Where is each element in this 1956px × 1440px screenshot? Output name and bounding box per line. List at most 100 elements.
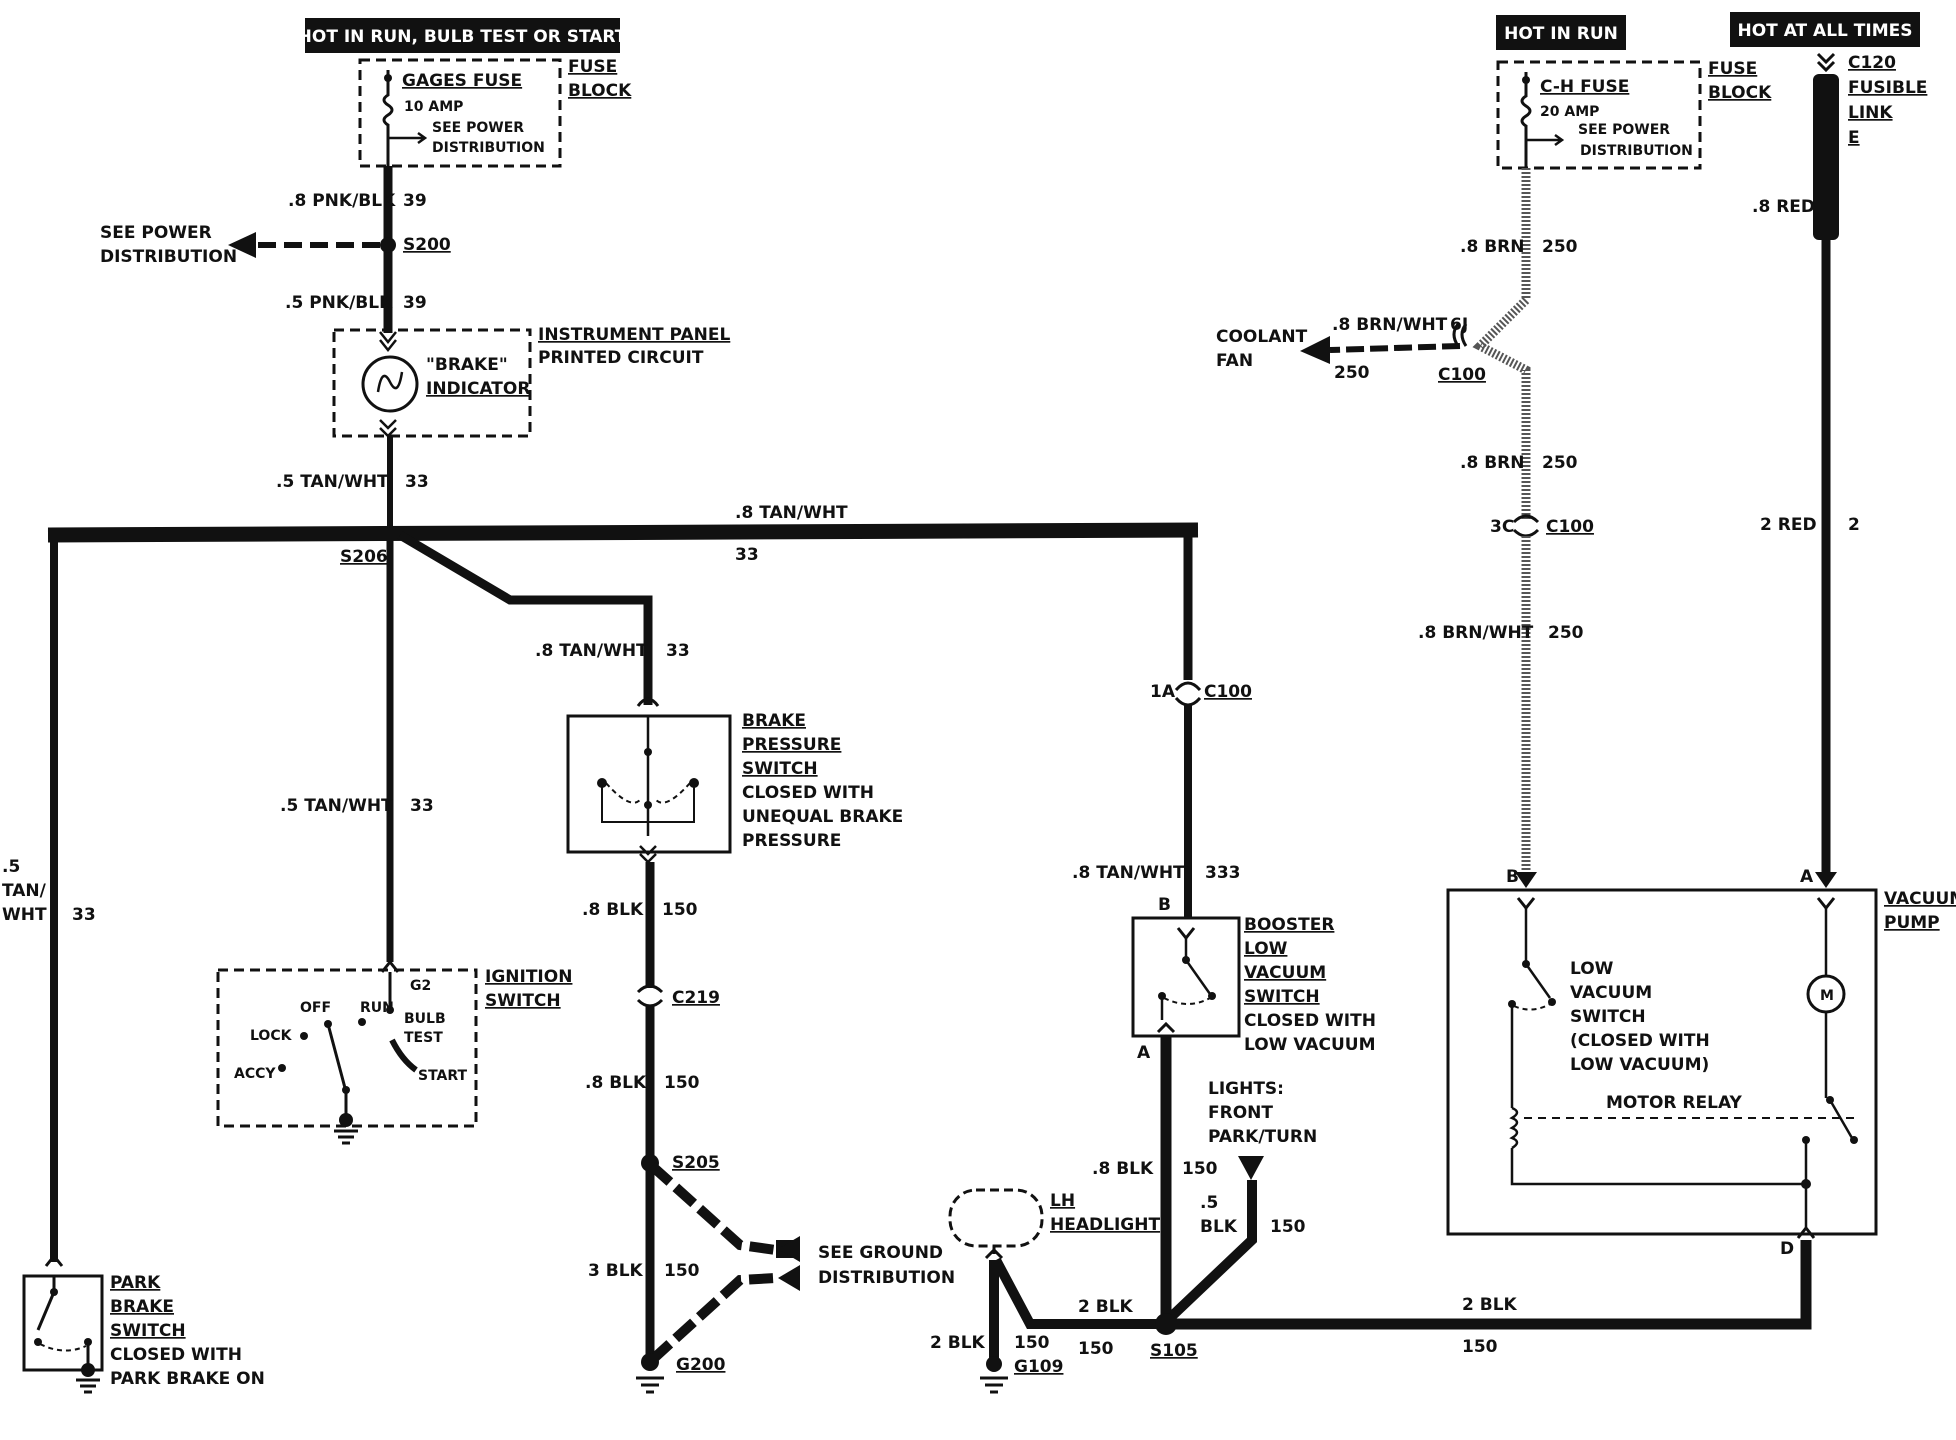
pump-relay-label: MOTOR RELAY — [1606, 1093, 1742, 1113]
booster-l6: LOW VACUUM — [1244, 1035, 1376, 1055]
booster-pin-b: B — [1158, 895, 1171, 915]
g109-label: G109 — [1014, 1357, 1063, 1377]
wire-333-label: 333 — [1205, 863, 1241, 883]
instrument-panel-l1: INSTRUMENT PANEL — [538, 325, 730, 345]
wire-red-8-label: .8 RED — [1752, 197, 1815, 217]
wire-pnk-blk-8-label: .8 PNK/BLK — [288, 191, 396, 211]
pb-l1: PARK — [110, 1273, 161, 1293]
g200-label: G200 — [676, 1355, 726, 1375]
s205-label: S205 — [672, 1153, 720, 1173]
c100-b-label: C100 — [1546, 517, 1594, 537]
booster-l1: BOOSTER — [1244, 915, 1334, 935]
tan-wht-bus — [47, 522, 1199, 543]
wire-blk-8b-label: .8 BLK — [585, 1073, 647, 1093]
booster-l5: CLOSED WITH — [1244, 1011, 1376, 1031]
wire-tan-8-bp-label: .8 TAN/WHT — [535, 641, 648, 661]
left-wire-l2: TAN/ — [2, 881, 47, 901]
wire-33-bp-label: 33 — [666, 641, 690, 661]
header-hot-at-all-times-text: HOT AT ALL TIMES — [1738, 21, 1913, 41]
pb-l4: CLOSED WITH — [110, 1345, 242, 1365]
pump-pin-a-arrow-icon — [1815, 872, 1837, 888]
ignition-ground-dot — [339, 1113, 353, 1127]
splice-s200-dot — [380, 237, 396, 253]
ch-fuse-rating: 20 AMP — [1540, 104, 1599, 120]
ignition-switch-box — [216, 968, 478, 1128]
coolant-fan-l2: FAN — [1216, 351, 1253, 371]
see-power-l1: SEE POWER — [100, 223, 212, 243]
ign-test: TEST — [404, 1030, 443, 1046]
coolant-fan-l1: COOLANT — [1216, 327, 1308, 347]
fusible-link — [1813, 74, 1839, 240]
pump-pin-a: A — [1800, 867, 1814, 887]
wire-coolant-fan — [1329, 343, 1461, 353]
bp-l5: UNEQUAL BRAKE — [742, 807, 903, 827]
splice-s206-label: S206 — [340, 547, 388, 567]
left-wire-l1: .5 — [2, 857, 20, 877]
wire-lights-150 — [1168, 1180, 1257, 1320]
fusible-l2: LINK — [1848, 103, 1893, 123]
brake-indicator-bulb-icon — [361, 355, 419, 413]
lights-arrow-icon — [1238, 1156, 1264, 1180]
headlight-l2: HEADLIGHT — [1050, 1215, 1160, 1235]
wire-150b-label: 150 — [664, 1073, 700, 1093]
header-hot-in-run-text: HOT IN RUN — [1504, 24, 1618, 44]
wire-ground-to-pump — [1166, 1240, 1812, 1330]
wire-150c-label: 150 — [664, 1261, 700, 1281]
lights-l1: LIGHTS: — [1208, 1079, 1284, 1099]
gages-fuse-name: GAGES FUSE — [402, 71, 522, 91]
booster-l3: VACUUM — [1244, 963, 1326, 983]
gages-fuse-note-2: DISTRIBUTION — [432, 140, 545, 156]
wire-2-label: 2 — [1848, 515, 1860, 535]
wire-blk-8-booster-label: .8 BLK — [1092, 1159, 1154, 1179]
instrument-panel-box — [332, 328, 532, 438]
wire-39b-label: 39 — [403, 293, 427, 313]
booster-switch-box — [1131, 916, 1241, 1038]
headlight-l1: LH — [1050, 1191, 1075, 1211]
g200-dot — [641, 1353, 659, 1371]
ch-fuse-block-2: BLOCK — [1708, 83, 1772, 103]
ign-run: RUN — [360, 1000, 394, 1016]
ground-branch-upper — [648, 1162, 777, 1255]
wire-250c-label: 250 — [1548, 623, 1584, 643]
wire-33-ign-label: 33 — [410, 796, 434, 816]
brake-indicator-l1: "BRAKE" — [426, 355, 508, 375]
ign-off: OFF — [300, 1000, 331, 1016]
left-wire-33: 33 — [72, 905, 96, 925]
splice-s200-label: S200 — [403, 235, 451, 255]
bus-33-label: 33 — [735, 545, 759, 565]
see-power-l2: DISTRIBUTION — [100, 247, 237, 267]
wire-tan-8-333-label: .8 TAN/WHT — [1072, 863, 1185, 883]
gages-fuse-block-2: BLOCK — [568, 81, 632, 101]
header-hot-run-bulb-start-text: HOT IN RUN, BULB TEST OR START — [298, 27, 627, 47]
pump-sw1: LOW — [1570, 959, 1614, 979]
wire-33a-label: 33 — [405, 472, 429, 492]
wire-blk-8a-label: .8 BLK — [582, 900, 644, 920]
gages-fuse-note-1: SEE POWER — [432, 120, 524, 136]
wire-tan-5a-label: .5 TAN/WHT — [276, 472, 389, 492]
coolant-fan-arrow-icon — [1300, 336, 1330, 364]
wire-brn-8a-label: .8 BRN — [1460, 237, 1524, 257]
brake-indicator-l2: INDICATOR — [426, 379, 530, 399]
wire-250a-label: 250 — [1542, 237, 1578, 257]
wire-blk-2-right-label: 2 BLK — [1462, 1295, 1518, 1315]
wire-blk-2-g109-label: 2 BLK — [930, 1333, 986, 1353]
wire-blk-2-head-label: 2 BLK — [1078, 1297, 1134, 1317]
ch-fuse-box — [1496, 60, 1702, 170]
wire-150-booster-label: 150 — [1182, 1159, 1218, 1179]
ch-fuse-note-1: SEE POWER — [1578, 122, 1670, 138]
wire-blk-3-label: 3 BLK — [588, 1261, 644, 1281]
ign-lock: LOCK — [250, 1028, 293, 1044]
ch-fuse-name: C-H FUSE — [1540, 77, 1629, 97]
wire-150-s105-label: 150 — [1078, 1339, 1114, 1359]
wire-blk-5-l2: BLK — [1200, 1217, 1238, 1237]
ch-fuse-note-2: DISTRIBUTION — [1580, 143, 1693, 159]
lights-l2: FRONT — [1208, 1103, 1273, 1123]
lights-l3: PARK/TURN — [1208, 1127, 1317, 1147]
ign-accy: ACCY — [234, 1066, 276, 1082]
wire-250-fan-label: 250 — [1334, 363, 1370, 383]
bus-wire-label: .8 TAN/WHT — [735, 503, 848, 523]
pump-sw4: (CLOSED WITH — [1570, 1031, 1710, 1051]
wire-250b-label: 250 — [1542, 453, 1578, 473]
wire-150-lights-label: 150 — [1270, 1217, 1306, 1237]
